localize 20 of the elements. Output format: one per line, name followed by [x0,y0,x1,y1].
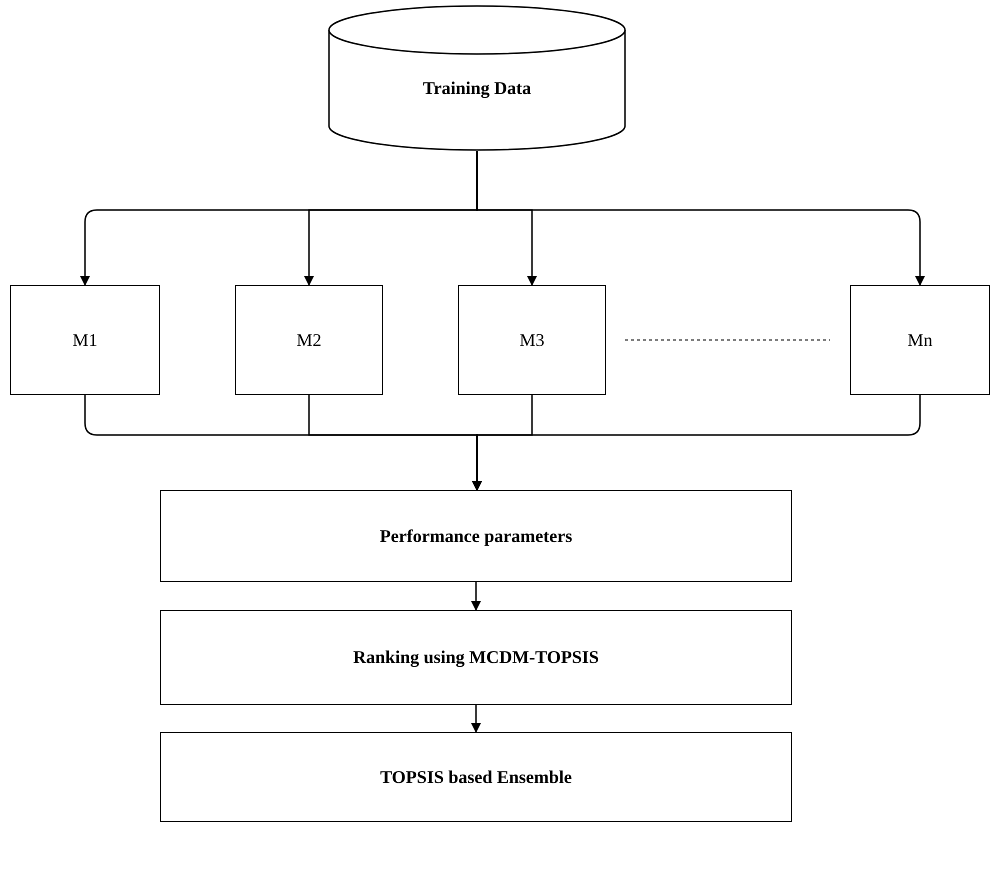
arrow [476,151,925,286]
arrow [471,705,481,733]
process-box [10,285,160,395]
arrow [471,582,481,611]
process-box [160,490,792,582]
process-box [850,285,990,395]
node-label: Performance parameters [380,524,572,548]
node-label: Ranking using MCDM-TOPSIS [353,646,599,669]
arrow [472,395,921,491]
process-box [160,610,792,705]
node-label: M3 [519,328,544,352]
process-box [160,732,792,822]
node-label: M2 [296,328,322,352]
database-cylinder [328,5,626,151]
node-label: M1 [72,328,98,352]
process-box [235,285,383,395]
node-label: Training Data [422,76,532,100]
node-label: Mn [907,328,932,352]
node-label: TOPSIS based Ensemble [380,766,572,788]
process-box [458,285,606,395]
